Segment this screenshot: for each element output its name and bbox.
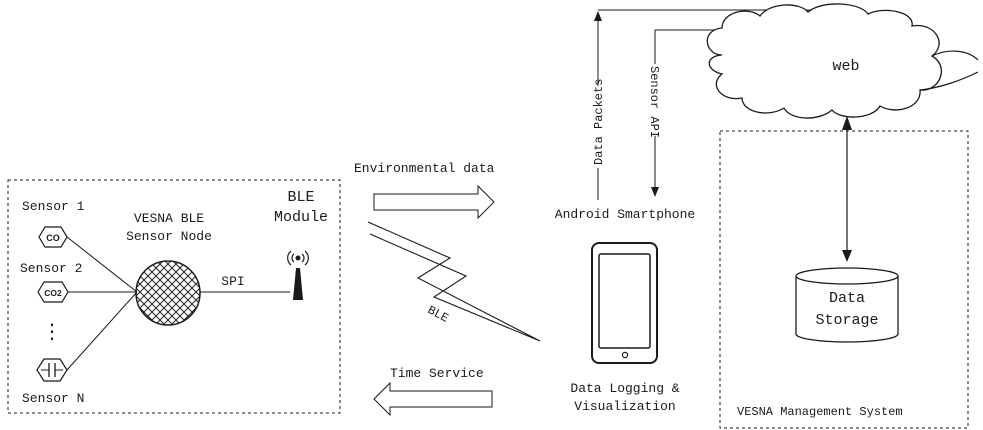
co2-sensor-icon: CO2 — [37, 281, 69, 303]
management-system-label: VESNA Management System — [737, 405, 903, 419]
time-service-label: Time Service — [390, 366, 484, 381]
smartphone-caption-line2: Visualization — [574, 399, 675, 414]
node-title-line2: Sensor Node — [126, 229, 212, 244]
data-packets-label: Data Packets — [592, 79, 606, 165]
co-sensor-text: CO — [46, 233, 60, 243]
data-storage-line1: Data — [829, 290, 865, 307]
smartphone-home-button — [621, 351, 629, 359]
sensor-2-label: Sensor 2 — [20, 261, 82, 276]
sensor-n-icon — [36, 358, 68, 382]
sensor-1-label: Sensor 1 — [22, 199, 85, 214]
time-service-arrow — [373, 381, 493, 417]
management-system-box — [719, 130, 969, 429]
data-storage-line2: Storage — [815, 312, 878, 329]
web-cloud-icon — [706, 3, 942, 119]
sensor-n-label: Sensor N — [22, 391, 84, 406]
environmental-data-label: Environmental data — [354, 161, 495, 176]
smartphone-caption-line1: Data Logging & — [570, 381, 679, 396]
co-sensor-icon: CO — [38, 226, 68, 248]
sensor-node-mcu-icon — [135, 260, 201, 326]
smartphone-screen — [598, 253, 651, 349]
co2-sensor-text: CO2 — [44, 288, 62, 298]
spi-label: SPI — [221, 274, 244, 289]
ble-lightning-bolt — [367, 221, 541, 342]
ble-module-line2: Module — [274, 209, 328, 226]
antenna-icon — [287, 250, 309, 300]
node-title-line1: VESNA BLE — [134, 211, 204, 226]
environmental-data-arrow — [373, 184, 495, 220]
sensor-ellipsis: ⋮ — [42, 319, 62, 343]
smartphone-title: Android Smartphone — [555, 207, 695, 222]
sensor-wires — [66, 236, 138, 371]
ble-link-label: BLE — [425, 303, 451, 326]
web-label: web — [832, 58, 859, 75]
data-storage-icon — [795, 267, 899, 343]
ble-module-line1: BLE — [287, 189, 314, 206]
sensor-api-label: Sensor API — [647, 66, 661, 138]
